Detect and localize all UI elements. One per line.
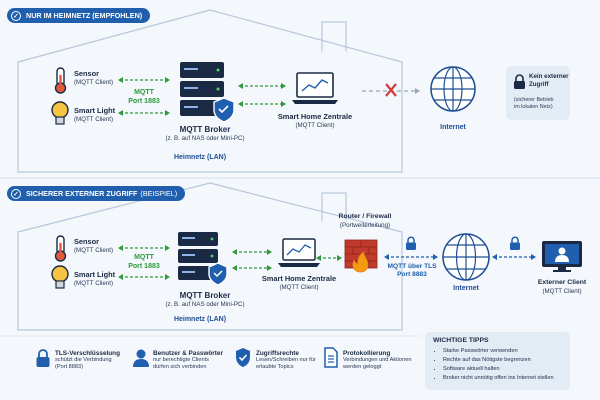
internet-label: Internet bbox=[453, 285, 479, 292]
feature-logging: Protokollierung Verbindungen und Aktione… bbox=[343, 350, 411, 372]
feature-title: Zugriffsrechte bbox=[256, 350, 299, 357]
firewall-icon bbox=[344, 239, 378, 273]
sensor-title: Sensor bbox=[74, 237, 100, 246]
sensor-subtitle: (MQTT Client) bbox=[74, 79, 114, 86]
no-external-subtitle: (sicherer Betrieb im lokalen Netz) bbox=[514, 97, 554, 111]
globe-icon bbox=[430, 66, 476, 112]
tip-item: Rechte auf das Nötigste begrenzen bbox=[443, 356, 570, 365]
broker-subtitle: (z. B. auf NAS oder Mini-PC) bbox=[165, 135, 245, 142]
external-client-subtitle: (MQTT Client) bbox=[542, 288, 582, 295]
feature-desc-2: werden geloggt bbox=[343, 364, 382, 371]
no-external-box: Kein externer Zugriff (sicherer Betrieb … bbox=[506, 66, 570, 120]
lan-label: Heimnetz (LAN) bbox=[173, 154, 227, 161]
broker-subtitle: (z. B. auf NAS oder Mini-PC) bbox=[165, 301, 245, 308]
mqtt-label: MQTT bbox=[134, 254, 154, 261]
feature-desc-1: nur berechtigte Clients bbox=[153, 357, 209, 363]
tips-heading: WICHTIGE TIPPS bbox=[433, 337, 489, 344]
lock-icon bbox=[510, 236, 520, 250]
tls-label-2: Port 8883 bbox=[397, 271, 427, 278]
feature-desc-1: schützt die Verbindung bbox=[55, 357, 112, 363]
tip-item: Starke Passwörter verwenden bbox=[443, 347, 570, 356]
mqtt-port-label: MQTT Port 1883 bbox=[124, 89, 164, 106]
house1-chimney bbox=[321, 21, 347, 53]
document-icon bbox=[324, 347, 338, 368]
external-client-title: Externer Client bbox=[537, 279, 587, 286]
feature-title: TLS-Verschlüsselung bbox=[55, 350, 120, 357]
tips-box: WICHTIGE TIPPS Starke Passwörter verwend… bbox=[425, 332, 570, 390]
tip-item: Software aktuell halten bbox=[443, 365, 570, 374]
tls-label: MQTT über TLS Port 8883 bbox=[383, 263, 441, 279]
sensor-subtitle: (MQTT Client) bbox=[74, 247, 114, 254]
tip-item: Broker nicht unnötig offen ins Internet … bbox=[443, 374, 570, 383]
user-icon bbox=[133, 349, 149, 367]
internet-label: Internet bbox=[440, 124, 466, 131]
house2-outline bbox=[17, 182, 403, 331]
feature-desc-2: (Port 8883) bbox=[55, 364, 83, 371]
tips-list: Starke Passwörter verwenden Rechte auf d… bbox=[425, 347, 570, 383]
hub-title: Smart Home Zentrale bbox=[277, 112, 353, 121]
no-external-subtitle-2: im lokalen Netz) bbox=[514, 104, 553, 110]
monitor-user-icon bbox=[542, 241, 582, 272]
lan-label: Heimnetz (LAN) bbox=[173, 316, 227, 323]
server-icon bbox=[178, 232, 228, 286]
laptop-icon bbox=[278, 238, 320, 267]
shield-check-icon bbox=[236, 348, 250, 367]
no-external-title-2: Zugriff bbox=[529, 81, 549, 88]
hub-subtitle: (MQTT Client) bbox=[295, 122, 335, 129]
section2-badge: ✓ SICHERER EXTERNER ZUGRIFF (BEISPIEL) bbox=[7, 186, 186, 201]
globe-icon bbox=[442, 233, 490, 281]
feature-desc-2: dürfen sich verbinden bbox=[153, 364, 207, 371]
smart-light-title: Smart Light bbox=[74, 270, 116, 279]
section1-green-arrows bbox=[120, 79, 284, 114]
section2-green-arrows bbox=[120, 247, 340, 278]
thermometer-icon bbox=[54, 67, 67, 94]
lock-icon bbox=[514, 74, 525, 89]
smart-light-subtitle: (MQTT Client) bbox=[74, 116, 114, 123]
lightbulb-icon bbox=[51, 101, 69, 125]
lightbulb-icon bbox=[51, 265, 69, 289]
feature-desc-2: erlaubte Topics bbox=[256, 364, 294, 371]
feature-desc-1: Verbindungen und Aktionen bbox=[343, 357, 412, 363]
check-icon: ✓ bbox=[11, 188, 21, 199]
section1-badge: ✓ NUR IM HEIMNETZ (EMPFOHLEN) bbox=[7, 8, 151, 23]
section2-badge-suffix: (BEISPIEL) bbox=[140, 189, 178, 198]
lock-icon bbox=[36, 349, 50, 367]
thermometer-icon bbox=[54, 235, 67, 262]
feature-users: Benutzer & Passwörter nur berechtigte Cl… bbox=[153, 350, 223, 372]
laptop-icon bbox=[292, 72, 338, 104]
section2-badge-label: SICHERER EXTERNER ZUGRIFF bbox=[26, 189, 138, 198]
port-label: Port 1883 bbox=[128, 262, 160, 270]
port-label: Port 1883 bbox=[128, 97, 160, 105]
no-external-subtitle-1: (sicherer Betrieb bbox=[514, 97, 554, 103]
house1-outline bbox=[17, 9, 403, 173]
mqtt-label: MQTT bbox=[134, 89, 154, 96]
check-icon: ✓ bbox=[11, 10, 21, 21]
feature-desc-1: Lesen/Schreiben nur für bbox=[256, 357, 316, 363]
hub-subtitle: (MQTT Client) bbox=[279, 284, 319, 291]
no-external-title-1: Kein externer bbox=[529, 73, 569, 80]
no-external-title: Kein externer Zugriff bbox=[529, 73, 569, 89]
smart-light-title: Smart Light bbox=[74, 106, 116, 115]
sensor-title: Sensor bbox=[74, 69, 100, 78]
lock-icon bbox=[406, 236, 416, 250]
feature-tls: TLS-Verschlüsselung schützt die Verbindu… bbox=[55, 350, 120, 372]
section1-badge-label: NUR IM HEIMNETZ (EMPFOHLEN) bbox=[26, 11, 143, 20]
feature-permissions: Zugriffsrechte Lesen/Schreiben nur für e… bbox=[256, 350, 316, 372]
router-title: Router / Firewall bbox=[338, 213, 392, 220]
smart-light-subtitle: (MQTT Client) bbox=[74, 280, 114, 287]
tls-label-1: MQTT über TLS bbox=[387, 263, 437, 270]
feature-title: Protokollierung bbox=[343, 350, 391, 357]
server-icon bbox=[180, 62, 235, 123]
router-subtitle: (Portweiterleitung) bbox=[339, 222, 391, 229]
broker-title: MQTT Broker bbox=[179, 291, 231, 300]
hub-title: Smart Home Zentrale bbox=[261, 274, 337, 283]
feature-title: Benutzer & Passwörter bbox=[153, 350, 223, 357]
broker-title: MQTT Broker bbox=[179, 125, 231, 134]
blocked-x-icon bbox=[385, 83, 397, 97]
mqtt-port-label: MQTT Port 1883 bbox=[124, 254, 164, 271]
